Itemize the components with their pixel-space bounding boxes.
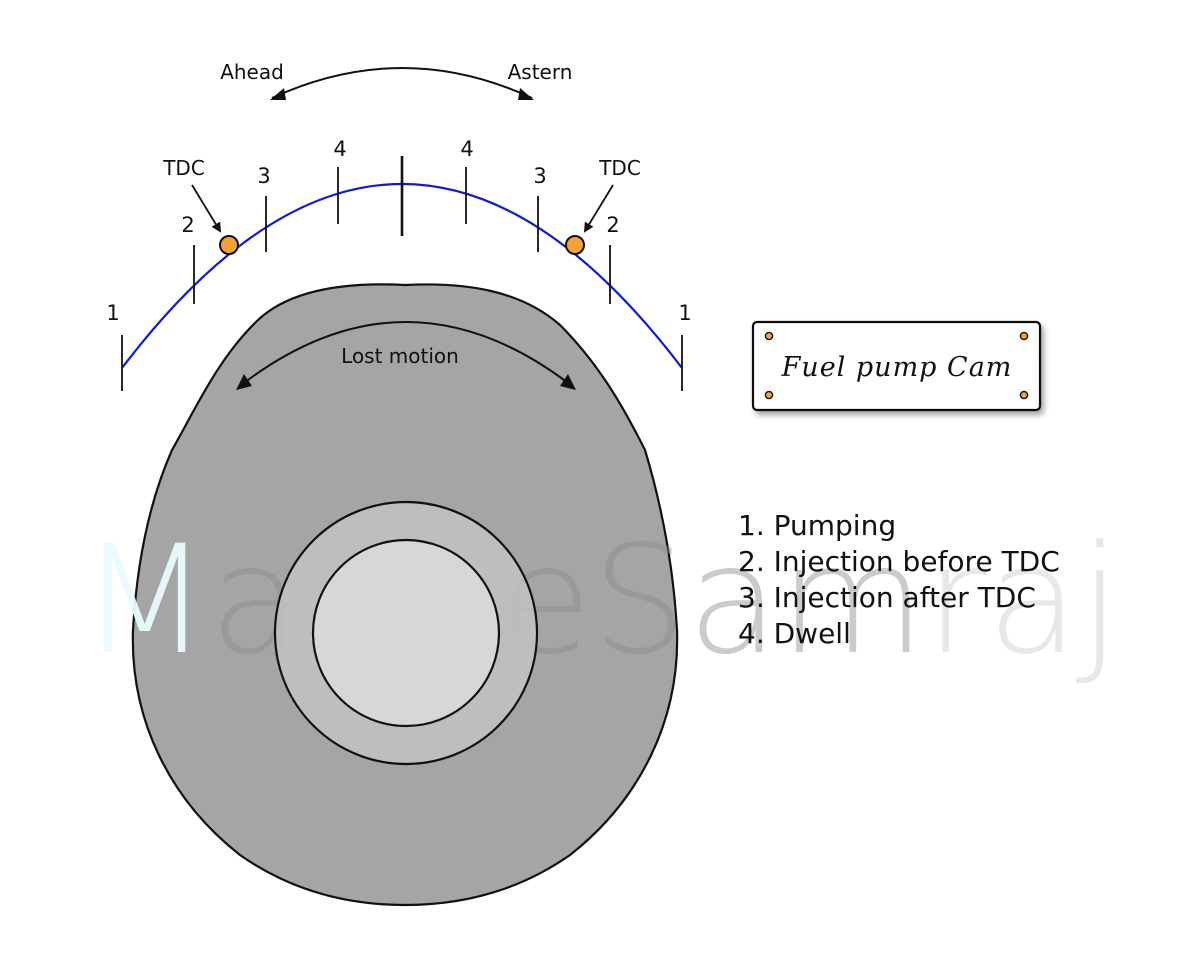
nameplate-frame: [751, 320, 1042, 412]
tick-label-left-2: 2: [181, 213, 194, 237]
nameplate-rivet-top-left: [764, 331, 774, 341]
tick-marks: [121, 156, 683, 391]
tdc-arrow-left: [191, 184, 222, 233]
tdc-marker-right: [565, 235, 585, 255]
lost-motion-label: Lost motion: [341, 344, 459, 368]
watermark-part-3: Sam: [592, 514, 925, 688]
legend-item-injection-after-tdc: 3. Injection after TDC: [738, 581, 1036, 614]
nameplate-rivet-top-right: [1019, 331, 1029, 341]
tdc-marker-left: [219, 235, 239, 255]
tick-label-left-1: 1: [106, 301, 119, 325]
direction-arrow: [271, 67, 533, 99]
legend-item-pumping: 1. Pumping: [738, 509, 896, 542]
tdc-arrow-right: [583, 184, 614, 233]
legend-item-injection-before-tdc: 2. Injection before TDC: [738, 545, 1060, 578]
nameplate-title: Fuel pump Cam: [781, 352, 1013, 383]
tick-label-right-4: 4: [460, 137, 473, 161]
tick-label-right-3: 3: [533, 164, 546, 188]
nameplate: Fuel pump Cam: [751, 320, 1042, 412]
watermark-part-4: raj: [925, 514, 1120, 688]
nameplate-rivet-bottom-left: [764, 390, 774, 400]
tdc-label-left: TDC: [162, 156, 205, 180]
lost-motion-arrowhead-right: [560, 374, 576, 390]
tick-label-right-2: 2: [606, 213, 619, 237]
direction-arrowhead-astern: [518, 88, 534, 100]
ahead-label: Ahead: [220, 60, 284, 84]
tick-label-left-4: 4: [333, 137, 346, 161]
lost-motion-arrow: [239, 321, 573, 387]
tdc-label-right: TDC: [598, 156, 641, 180]
tick-label-left-3: 3: [257, 164, 270, 188]
legend: 1. Pumping 2. Injection before TDC 3. In…: [738, 509, 1060, 650]
astern-label: Astern: [508, 60, 573, 84]
direction-arrowhead-ahead: [270, 88, 286, 100]
watermark-part-1: M: [80, 514, 209, 688]
nameplate-rivet-bottom-right: [1019, 390, 1029, 400]
lost-motion-arrowhead-left: [236, 374, 252, 390]
tick-label-right-1: 1: [678, 301, 691, 325]
legend-item-dwell: 4. Dwell: [738, 617, 851, 650]
camshaft: [311, 538, 501, 728]
